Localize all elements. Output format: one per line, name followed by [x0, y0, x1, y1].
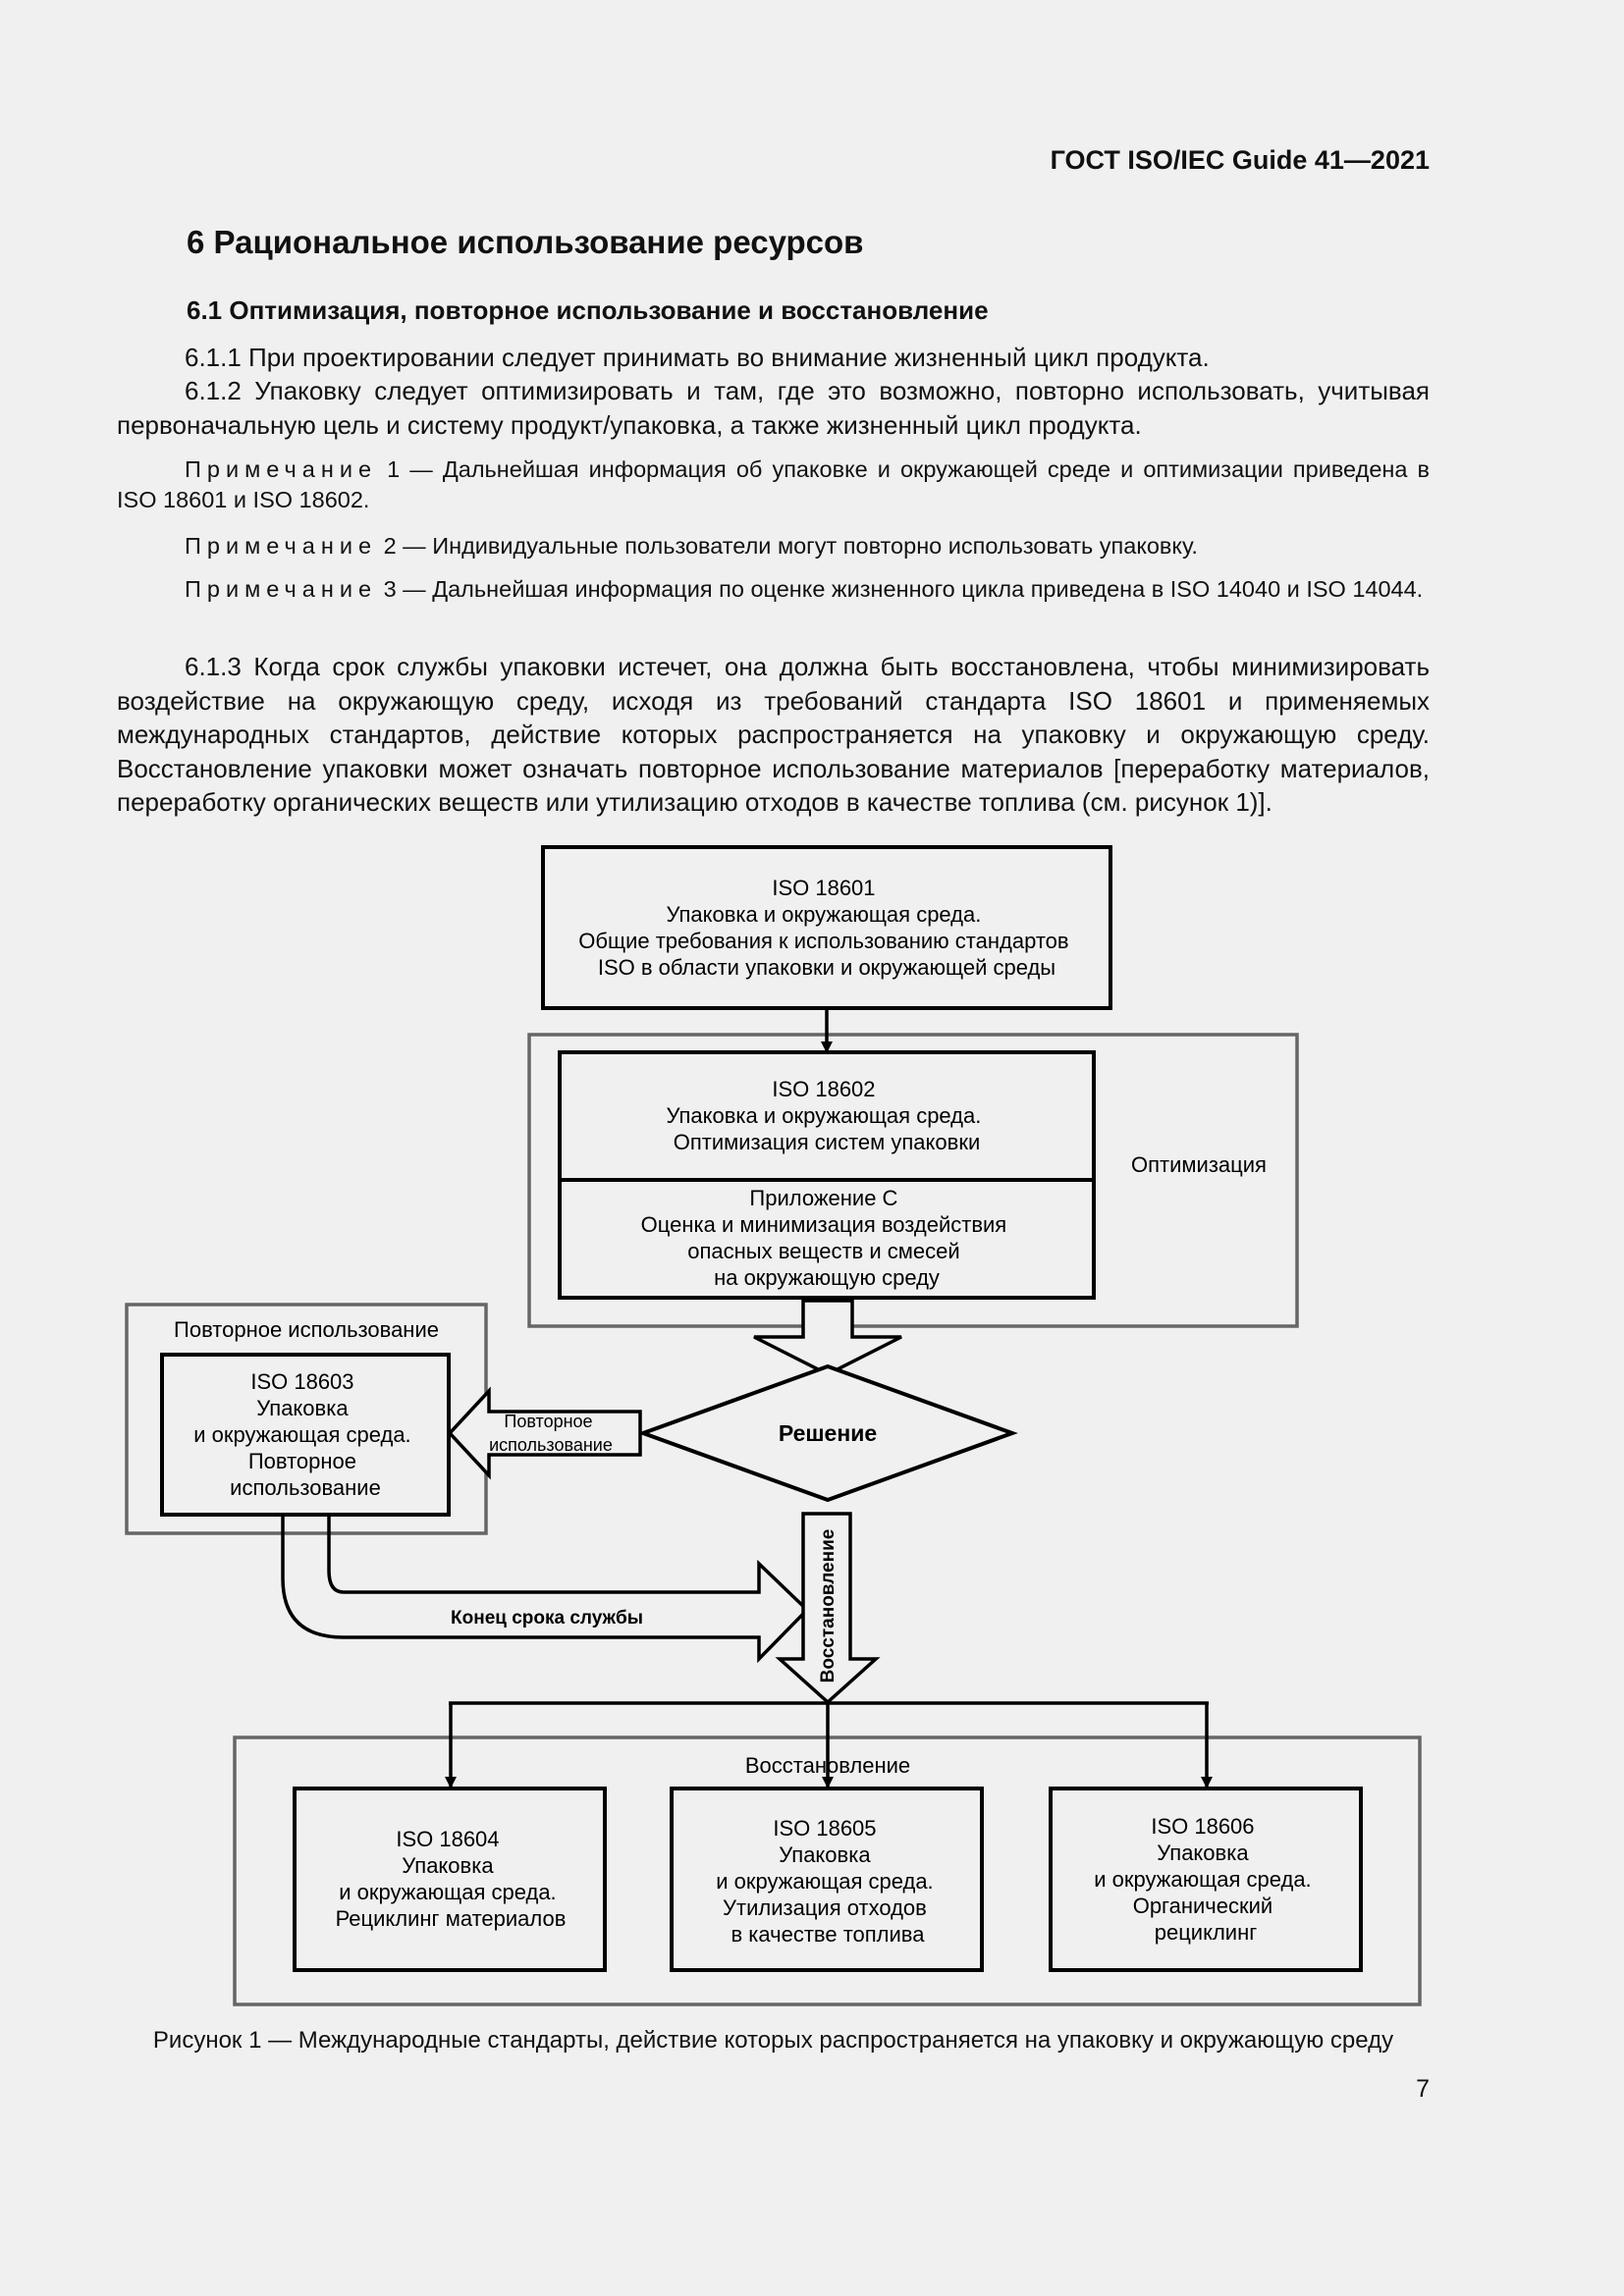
iso-18601-box: [541, 845, 1112, 1010]
iso-18606-box: [1049, 1787, 1363, 1972]
subsection-title: 6.1 Оптимизация, повторное использование…: [187, 295, 989, 325]
figure-caption: Рисунок 1 — Международные стандарты, дей…: [152, 2027, 1394, 2054]
iso-18603-box: [160, 1353, 451, 1517]
decision-diamond: [637, 1363, 1018, 1503]
iso-18603-text: ISO 18603 Упаковка и окружающая среда. П…: [193, 1369, 417, 1500]
arrow-to-decision: [753, 1299, 902, 1376]
note-1: Примечание 1 — Дальнейшая информация об …: [117, 456, 1430, 512]
optimization-label: Оптимизация: [1131, 1152, 1267, 1177]
iso-18606-text: ISO 18606 Упаковка и окружающая среда. О…: [1094, 1814, 1318, 1945]
end-of-life-arrow: [281, 1515, 810, 1664]
page-number: 7: [1416, 2075, 1430, 2103]
document-code: ГОСТ ISO/IEC Guide 41—2021: [1050, 145, 1430, 175]
iso-18604-text: ISO 18604 Упаковка и окружающая среда. Р…: [336, 1827, 567, 1931]
iso-18601-text: ISO 18601 Упаковка и окружающая среда. О…: [578, 876, 1074, 980]
paragraph-6-1-2: 6.1.2 Упаковку следует оптимизировать и …: [117, 376, 1430, 440]
recovery-arrow: [775, 1512, 881, 1705]
decision-label: Решение: [779, 1420, 877, 1446]
annex-c-box: [558, 1178, 1096, 1300]
reuse-arrow: [447, 1386, 642, 1480]
reuse-group-label: Повторное использование: [174, 1317, 439, 1342]
note-3: Примечание 3 — Дальнейшая информация по …: [185, 576, 1424, 602]
annex-c-text: Приложение C Оценка и минимизация воздей…: [641, 1186, 1013, 1290]
iso-18605-box: [670, 1787, 984, 1972]
iso-18605-text: ISO 18605 Упаковка и окружающая среда. У…: [716, 1816, 940, 1947]
iso-18602-box: [558, 1050, 1096, 1182]
iso-18604-box: [293, 1787, 607, 1972]
recovery-group-label: Восстановление: [745, 1753, 910, 1778]
optimization-group-frame: [527, 1033, 1299, 1328]
iso-18602-text: ISO 18602 Упаковка и окружающая среда. О…: [667, 1077, 988, 1154]
end-of-life-label: Конец срока службы: [451, 1608, 643, 1629]
recovery-arrow-label: Восстановление: [818, 1529, 839, 1683]
paragraph-6-1-3: 6.1.3 Когда срок службы упаковки истечет…: [117, 652, 1430, 817]
section-title: 6 Рациональное использование ресурсов: [187, 224, 864, 260]
reuse-arrow-label: Повторное использование: [489, 1412, 613, 1455]
note-2: Примечание 2 — Индивидуальные пользовате…: [185, 533, 1198, 559]
paragraph-6-1-1: 6.1.1 При проектировании следует принима…: [185, 343, 1210, 372]
